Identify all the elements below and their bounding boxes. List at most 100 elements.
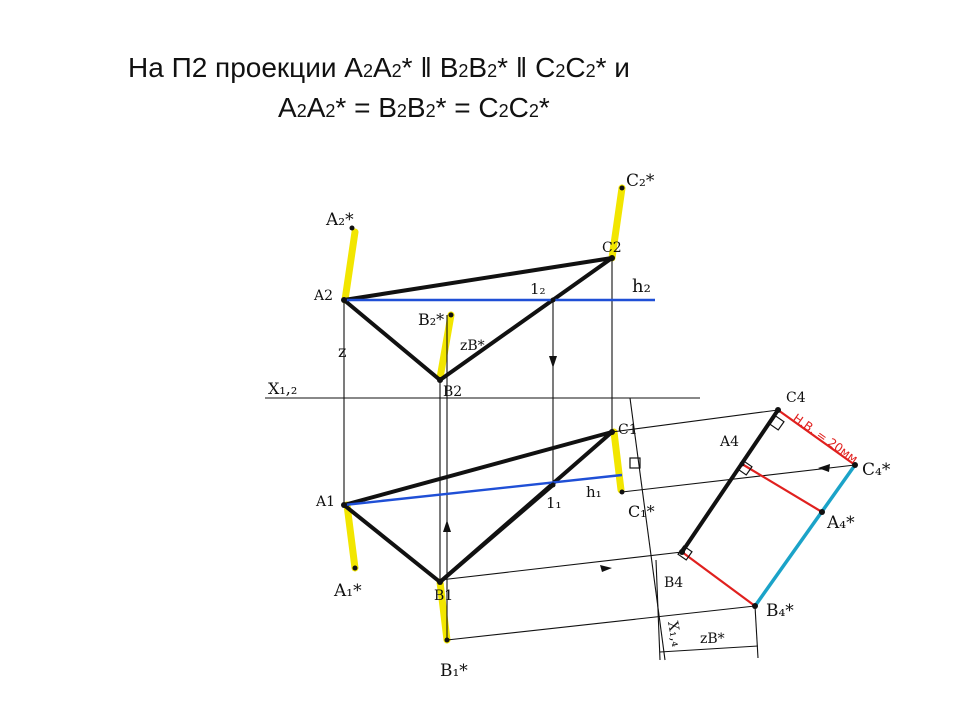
- h1-line: [343, 473, 623, 507]
- red-b4b4star: [681, 551, 756, 607]
- title-line2-run: *: [538, 92, 550, 123]
- label-zb-bottom: zB*: [700, 631, 725, 647]
- title-line1-run: * и: [595, 52, 630, 83]
- pt-c2: [609, 255, 615, 261]
- label-b4: B4: [664, 575, 683, 591]
- title-line1-run: C: [565, 52, 586, 83]
- title-line1-run: A: [372, 52, 392, 83]
- hl-b1: [436, 578, 451, 644]
- title-line1-run: * ǁ B: [401, 52, 459, 83]
- label-c4: C4: [786, 390, 806, 406]
- red-c4c4star: [777, 409, 856, 466]
- title-line1-run: На П2 проекции A: [128, 52, 363, 83]
- title-line1-run: * ǁ C: [497, 52, 556, 83]
- edge-b1-1: [438, 483, 555, 584]
- construction-lines: [265, 258, 856, 661]
- pt-b1: [437, 579, 443, 585]
- title-line2-run: 2: [396, 101, 407, 121]
- title-line-2: A2A2* = B2B2* = C2C2*: [278, 92, 550, 124]
- pt-b2: [437, 377, 443, 383]
- label-12: 1₂: [530, 280, 546, 298]
- proj-b: [439, 551, 683, 581]
- label-b1star: B₁*: [440, 661, 468, 681]
- ra-c1: [629, 457, 641, 469]
- pt-c2star: [619, 185, 625, 191]
- label-c2: C2: [602, 240, 622, 256]
- proj-c-star: [621, 464, 856, 493]
- pt-c1: [609, 429, 615, 435]
- dim-ext-2: [655, 559, 661, 661]
- title-line1-run: 2: [458, 61, 469, 81]
- arrow-marks: [443, 356, 830, 572]
- title-line1-run: 2: [487, 61, 498, 81]
- pt-c4star: [852, 462, 858, 468]
- label-zb: zB*: [460, 338, 485, 354]
- pt-b2star: [448, 312, 454, 318]
- pt-a4star: [819, 509, 825, 515]
- label-a2: A2: [313, 288, 333, 304]
- label-a2star: A₂*: [325, 210, 354, 230]
- yellow-highlights: [341, 184, 626, 644]
- cyan-c4star-b4star: [753, 463, 857, 608]
- label-h1: h₁: [586, 483, 602, 501]
- pt-b1star: [444, 637, 450, 643]
- label-z: z: [338, 342, 346, 361]
- colored-lines: [681, 409, 857, 608]
- pt-a1star: [352, 565, 358, 571]
- arrow-up: [443, 520, 451, 532]
- hl-a1: [343, 501, 359, 572]
- pt-c4: [775, 407, 781, 413]
- hl-c1: [610, 428, 625, 494]
- arrow-down: [549, 356, 557, 368]
- pt-11: [550, 482, 556, 488]
- label-h2: h₂: [632, 276, 651, 297]
- labels: A₂* A2 B₂* B2 C₂* C2 1₂ h₂ zB* z X₁,₂ A1…: [268, 171, 891, 681]
- dim-zb: [659, 645, 759, 653]
- pt-a4: [739, 461, 745, 467]
- label-x14: X₁,₄: [664, 620, 684, 648]
- red-a4a4star: [741, 463, 823, 513]
- label-nv: Н.В. = 20мм: [790, 411, 860, 466]
- title-line2-run: * = C: [435, 92, 499, 123]
- title-line2-run: 2: [325, 101, 336, 121]
- arrow-left-c: [818, 464, 830, 472]
- label-c4star: C₄*: [862, 460, 891, 480]
- dim-ext: [754, 605, 759, 659]
- label-x12: X₁,₂: [268, 379, 297, 398]
- ra-c4: [769, 415, 785, 431]
- hl-b2: [436, 311, 455, 382]
- pt-a2star: [349, 225, 355, 231]
- title-line-1: На П2 проекции A2A2* ǁ B2B2* ǁ C2C2* и: [128, 52, 630, 84]
- triangle-p2: [342, 256, 614, 382]
- title-line2-run: 2: [425, 101, 436, 121]
- hl-a2: [341, 228, 359, 304]
- title-line2-run: 2: [528, 101, 539, 121]
- proj-c: [611, 409, 779, 433]
- title-line2-run: A: [306, 92, 326, 123]
- title-line1-run: 2: [362, 61, 373, 81]
- triangle-p1: [342, 430, 614, 584]
- pt-12: [550, 297, 556, 303]
- title-line2-run: * = B: [335, 92, 397, 123]
- label-11: 1₁: [546, 494, 562, 512]
- line-c4b4: [680, 408, 780, 554]
- label-c2star: C₂*: [626, 171, 655, 191]
- label-a4: A4: [719, 434, 739, 450]
- title-line2-run: C: [508, 92, 529, 123]
- label-b2star: B₂*: [418, 310, 444, 329]
- title-line1-run: 2: [585, 61, 596, 81]
- title-line1-run: B: [468, 52, 488, 83]
- title-line2-run: 2: [296, 101, 307, 121]
- label-a4star: A₄*: [826, 513, 855, 533]
- pt-a2: [341, 297, 347, 303]
- label-b4star: B₄*: [766, 601, 794, 621]
- label-b1: B1: [434, 588, 453, 604]
- title-line1-run: 2: [555, 61, 566, 81]
- label-b2: B2: [443, 384, 462, 400]
- proj-b-star: [446, 605, 756, 641]
- pt-b4star: [752, 603, 758, 609]
- pt-a1: [341, 502, 347, 508]
- triangles: [342, 256, 780, 584]
- title-line2-run: A: [278, 92, 297, 123]
